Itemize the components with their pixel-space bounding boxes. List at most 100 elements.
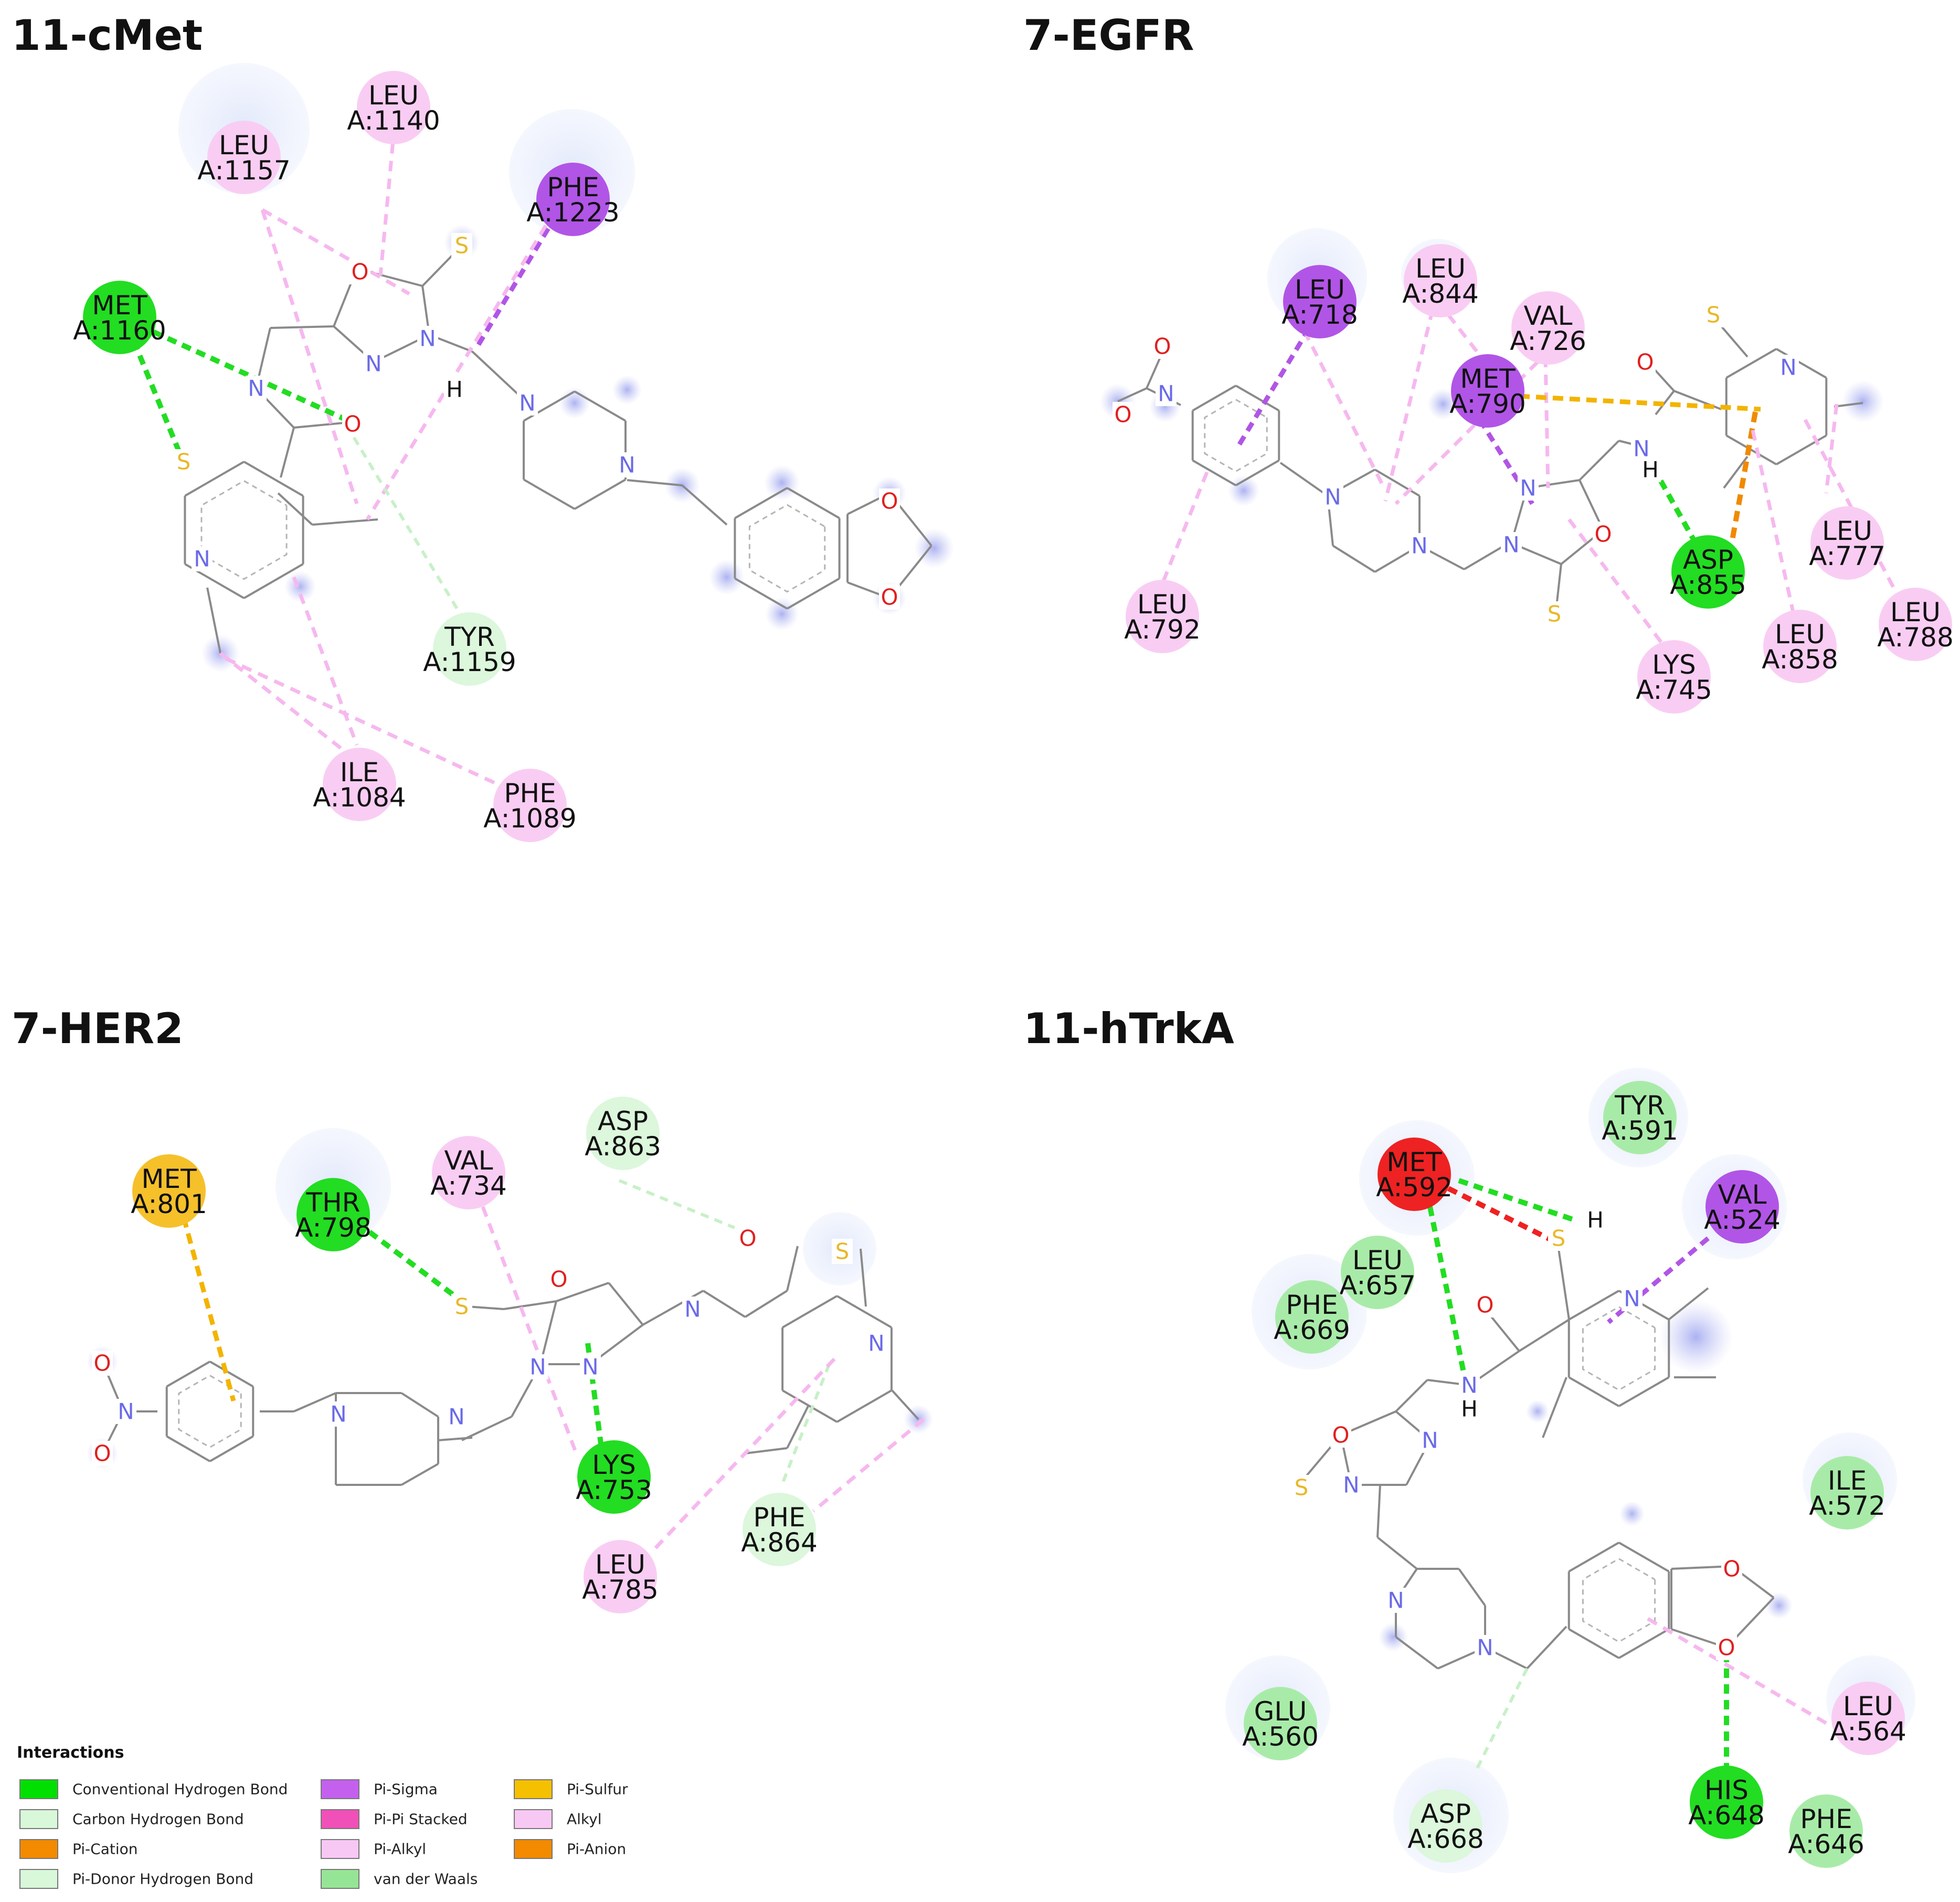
legend-swatch: [321, 1779, 359, 1799]
aromatic-ring: [200, 480, 288, 580]
aromatic-ring: [1582, 1306, 1656, 1391]
atom-label-bg: [363, 351, 384, 376]
atom-label-bg: [1640, 457, 1661, 482]
atom-oxygen: O: [1636, 349, 1654, 375]
residue-name: TYR: [1614, 1090, 1665, 1121]
residue-disc: [83, 281, 156, 354]
legend-label: van der Waals: [374, 1871, 478, 1888]
aromatic-ring: [178, 1374, 242, 1449]
ligand-bond: [1655, 390, 1675, 416]
ligand-bond: [836, 1295, 892, 1329]
residue-name: TYR: [444, 622, 495, 652]
ligand-bond: [270, 325, 334, 329]
interaction-alkyl: [260, 209, 359, 505]
panel-title-htrka: 11-hTrkA: [1023, 1004, 1234, 1053]
ligand-bond: [642, 1290, 704, 1326]
ligand-bond: [503, 1300, 557, 1310]
atom-nitrogen: N: [1158, 381, 1174, 407]
halo-layer: [87, 63, 1915, 1873]
residue-number: A:790: [1449, 389, 1526, 419]
ligand-bond: [681, 484, 728, 526]
residue-name: PHE: [753, 1502, 805, 1533]
residue-name: MET: [92, 290, 147, 321]
atom-oxygen: O: [881, 585, 898, 610]
atom-hydrogen: H: [1642, 457, 1659, 483]
ligand-bond: [1618, 1628, 1670, 1659]
ligand-bond: [467, 1305, 504, 1310]
solvent-accessibility-blob: [709, 559, 745, 595]
solvent-accessibility-blob: [1526, 1400, 1549, 1423]
ligand-bond: [400, 1392, 439, 1418]
ligand-bond: [1235, 385, 1280, 412]
interaction-carbon-hbond: [345, 424, 463, 618]
residue-number: A:745: [1636, 675, 1712, 705]
solvent-accessibility-blob: [1619, 1501, 1645, 1526]
residue-name: VAL: [444, 1145, 493, 1176]
residue-name: LEU: [219, 130, 269, 161]
residue-name: LEU: [1295, 274, 1345, 305]
residue-layer: LEUA:1140LEUA:1157PHEA:1223META:1160TYRA…: [73, 71, 1954, 1868]
atom-label-bg: [832, 1239, 853, 1264]
atom-label-bg: [682, 1297, 703, 1322]
atom-label-bg: [417, 326, 438, 351]
atom-label-bg: [1548, 1226, 1569, 1251]
solvent-accessibility-blob: [1659, 1300, 1733, 1374]
residue-disc: [323, 748, 396, 821]
atom-oxygen: O: [93, 1441, 111, 1467]
residue-disc: [433, 612, 506, 686]
atom-label-bg: [737, 1226, 758, 1251]
residue-name: LEU: [368, 80, 419, 111]
ligand-bond: [1775, 348, 1827, 379]
residue-disc: [1810, 1456, 1884, 1529]
atom-label-bg: [1518, 475, 1539, 501]
residue-disc: [1404, 244, 1477, 317]
residue-disc: [1671, 535, 1745, 609]
ligand-bond: [401, 1463, 439, 1486]
panel-title-cmet: 11-cMet: [12, 11, 203, 60]
atom-sulfur: S: [455, 233, 469, 259]
atom-label-bg: [1322, 484, 1343, 509]
ligand-bond: [206, 587, 221, 654]
legend-swatch: [19, 1869, 58, 1889]
ligand-bond: [1376, 1536, 1418, 1570]
legend-item-pi-alkyl: Pi-Alkyl: [321, 1839, 426, 1859]
legend-label: Pi-Anion: [567, 1841, 626, 1858]
ligand-bond: [1618, 1542, 1670, 1572]
atom-nitrogen: N: [1387, 1588, 1404, 1613]
